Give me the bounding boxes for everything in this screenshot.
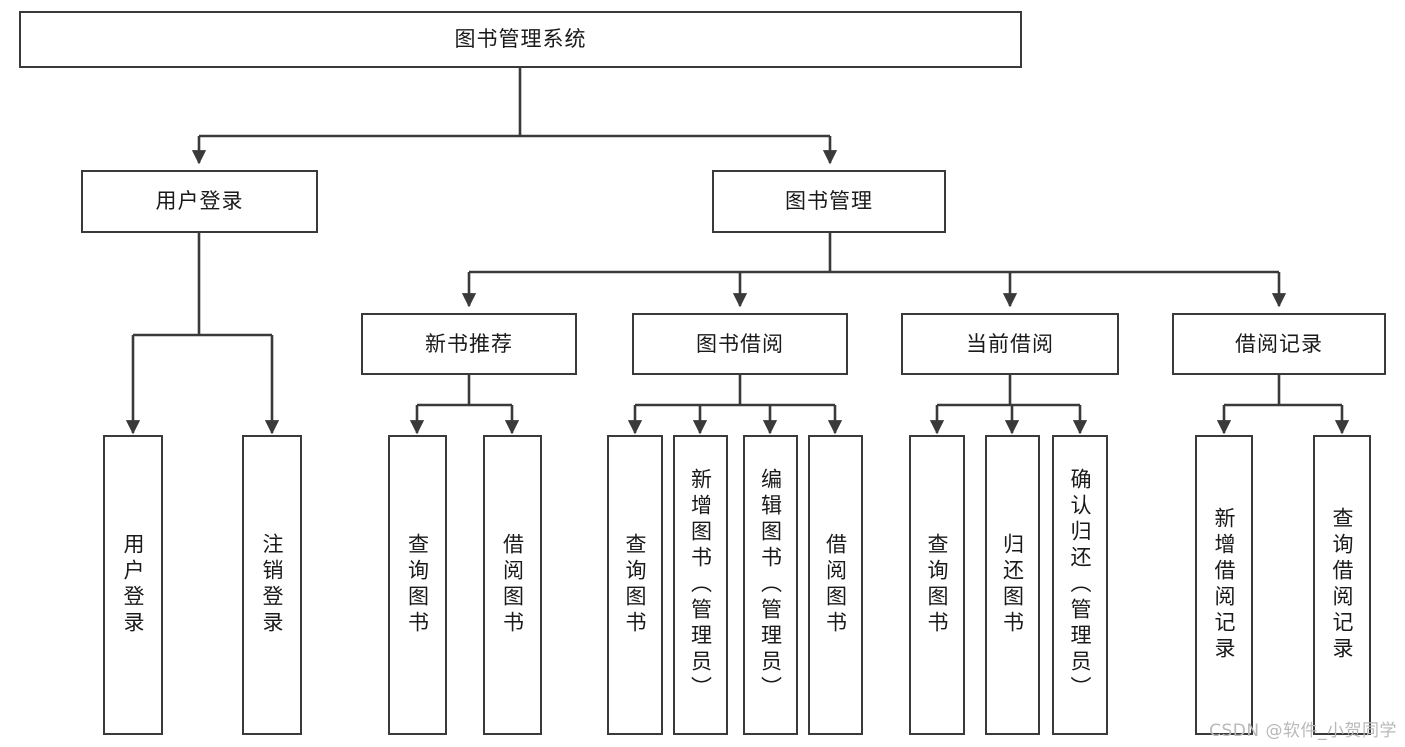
node-label: 图书借阅: [696, 331, 784, 356]
leaf-confirm-return-admin[interactable]: 确认归还（管理员）: [1052, 435, 1108, 735]
node-label: 图书管理: [785, 189, 873, 214]
node-label: 注销登录: [260, 533, 285, 637]
leaf-edit-book-admin[interactable]: 编辑图书（管理员）: [743, 435, 798, 735]
leaf-add-borrow-record[interactable]: 新增借阅记录: [1195, 435, 1253, 735]
node-label: 确认归还（管理员）: [1068, 468, 1093, 702]
node-borrow-record[interactable]: 借阅记录: [1172, 313, 1386, 375]
node-label: 借阅图书: [823, 533, 848, 637]
csdn-watermark: CSDN @软件_小贺同学: [1209, 721, 1397, 741]
node-book-borrow[interactable]: 图书借阅: [632, 313, 848, 375]
node-new-book-recommend[interactable]: 新书推荐: [361, 313, 577, 375]
leaf-add-book-admin[interactable]: 新增图书（管理员）: [673, 435, 728, 735]
node-label: 查询图书: [623, 533, 648, 637]
node-label: 借阅图书: [500, 533, 525, 637]
node-label: 查询图书: [925, 533, 950, 637]
leaf-query-borrow-record[interactable]: 查询借阅记录: [1313, 435, 1371, 735]
node-label: 查询图书: [405, 533, 430, 637]
leaf-borrow-book[interactable]: 借阅图书: [808, 435, 863, 735]
leaf-query-book-borrow[interactable]: 查询图书: [607, 435, 663, 735]
node-user-login[interactable]: 用户登录: [81, 170, 318, 233]
node-label: 新书推荐: [425, 331, 513, 356]
leaf-borrow-book-recommend[interactable]: 借阅图书: [483, 435, 542, 735]
node-label: 归还图书: [1000, 533, 1025, 637]
leaf-return-book[interactable]: 归还图书: [985, 435, 1040, 735]
node-root-system[interactable]: 图书管理系统: [19, 11, 1022, 68]
leaf-user-login[interactable]: 用户登录: [103, 435, 163, 735]
node-label: 图书管理系统: [454, 27, 587, 52]
node-current-borrow[interactable]: 当前借阅: [901, 313, 1119, 375]
node-label: 新增借阅记录: [1212, 507, 1237, 663]
node-label: 当前借阅: [966, 331, 1054, 356]
node-label: 用户登录: [121, 533, 146, 637]
node-book-management[interactable]: 图书管理: [712, 170, 946, 233]
node-label: 编辑图书（管理员）: [758, 468, 783, 702]
leaf-logout[interactable]: 注销登录: [242, 435, 302, 735]
leaf-query-book-current[interactable]: 查询图书: [909, 435, 965, 735]
node-label: 用户登录: [155, 189, 244, 214]
leaf-query-book-recommend[interactable]: 查询图书: [388, 435, 447, 735]
node-label: 新增图书（管理员）: [688, 468, 713, 702]
node-label: 借阅记录: [1235, 331, 1323, 356]
node-label: 查询借阅记录: [1330, 507, 1355, 663]
